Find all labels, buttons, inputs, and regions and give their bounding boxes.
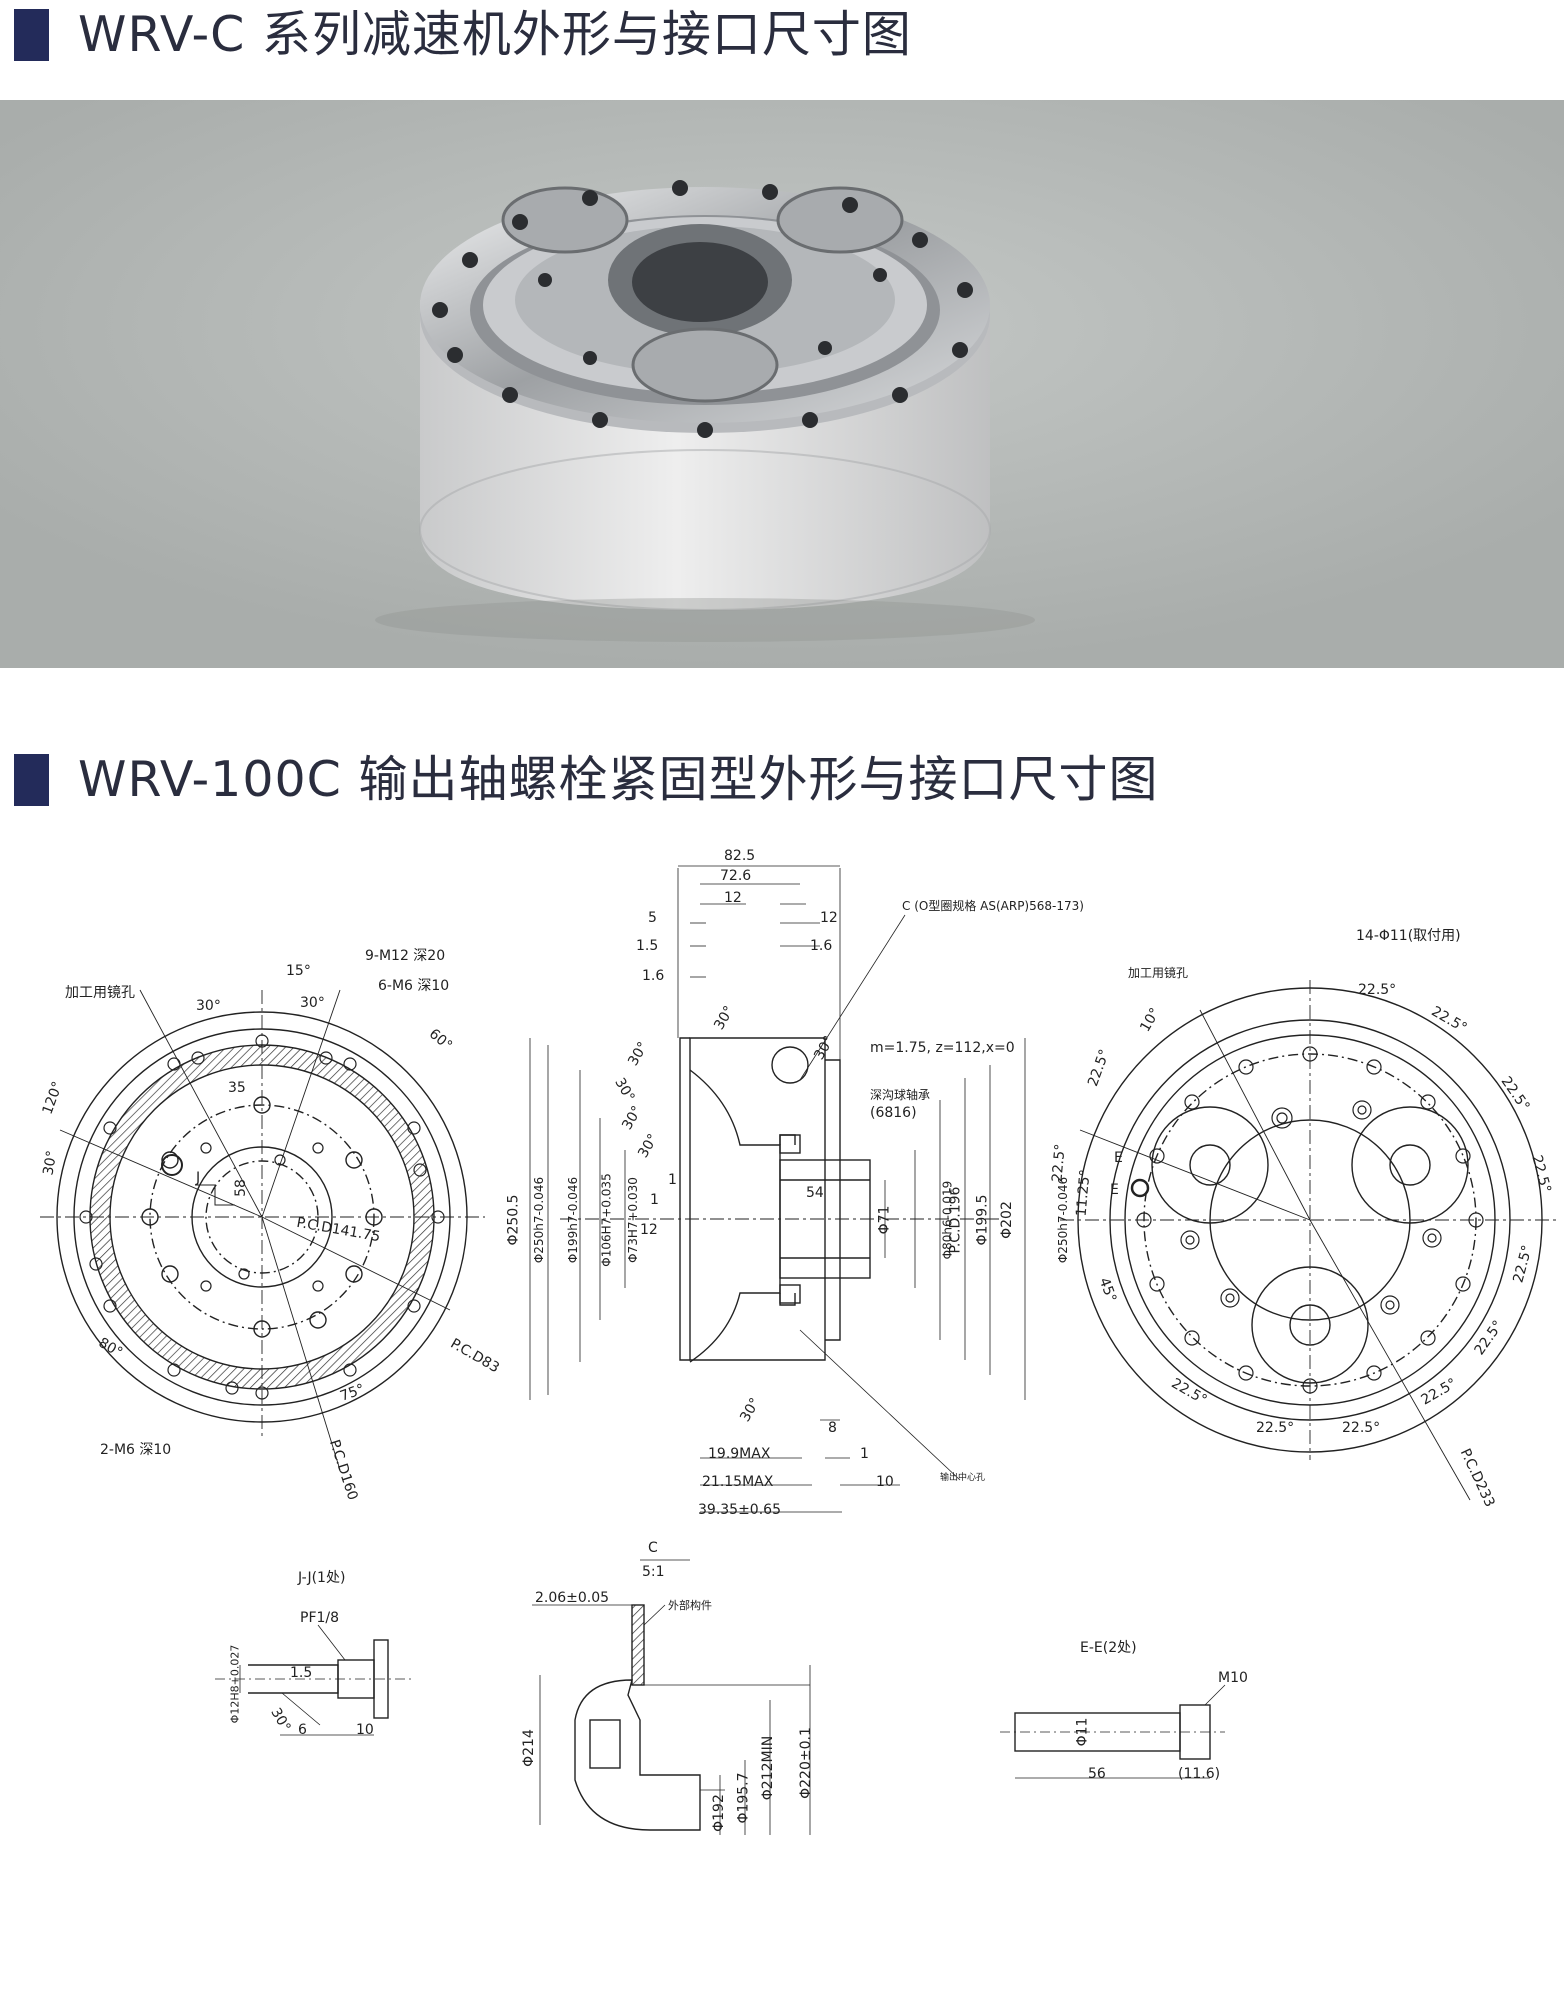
sv-12a: 12 bbox=[724, 890, 742, 906]
rv-holes: 14-Φ11(取付用) bbox=[1356, 928, 1461, 944]
section2-title-bar bbox=[14, 754, 49, 806]
sv-c-note: C (O型圈规格 AS(ARP)568-173) bbox=[902, 899, 1084, 913]
dc-d220: Φ220±0.1 bbox=[797, 1727, 814, 1799]
sv-5: 5 bbox=[648, 910, 657, 926]
section1-title: WRV-C 系列减速机外形与接口尺寸图 bbox=[78, 6, 912, 63]
rv-e2: E bbox=[1110, 1182, 1119, 1198]
sv-12b: 12 bbox=[820, 910, 838, 926]
sv-1c: 1 bbox=[860, 1446, 869, 1462]
rv-a22-5-12: 22.5° bbox=[1049, 1143, 1069, 1183]
dc-label: C bbox=[648, 1540, 658, 1556]
sv-dia-106h7: Φ106H7+0.035 bbox=[599, 1173, 614, 1267]
sv-gear: m=1.75, z=112,x=0 bbox=[870, 1040, 1015, 1056]
sv-dia-73h7: Φ73H7+0.030 bbox=[625, 1177, 640, 1263]
sv-dia-71: Φ71 bbox=[876, 1205, 893, 1235]
sv-1-6: 1.6 bbox=[642, 968, 665, 984]
dj-d12h8: Φ12H8+0.027 bbox=[228, 1644, 242, 1724]
section2-title: WRV-100C 输出轴螺栓紧固型外形与接口尺寸图 bbox=[78, 751, 1159, 808]
sv-pcd-196: P.C.D.196 bbox=[947, 1186, 964, 1254]
fv-label-j: J bbox=[196, 1170, 201, 1186]
dc-d214: Φ214 bbox=[520, 1729, 537, 1767]
dc-external: 外部构件 bbox=[668, 1599, 712, 1612]
de-m10: M10 bbox=[1218, 1670, 1248, 1686]
fv-dim-58: 58 bbox=[232, 1179, 249, 1197]
fv-dim-35: 35 bbox=[228, 1080, 246, 1096]
sv-dia-250h7: Φ250h7-0.046 bbox=[532, 1176, 547, 1264]
rv-e1: E bbox=[1114, 1150, 1123, 1166]
sv-bearing-no: (6816) bbox=[870, 1105, 917, 1121]
rv-a22-5-1: 22.5° bbox=[1358, 982, 1397, 998]
front-view bbox=[40, 989, 485, 1471]
fv-angle-30a: 30° bbox=[196, 998, 221, 1014]
sv-12c: 12 bbox=[640, 1222, 658, 1238]
fv-holes-c: 2-M6 深10 bbox=[100, 1442, 172, 1458]
fv-machining-hole: 加工用镜孔 bbox=[65, 985, 135, 1001]
fv-angle-15: 15° bbox=[286, 963, 311, 979]
sv-39-35: 39.35±0.65 bbox=[698, 1502, 781, 1518]
rear-view bbox=[1060, 980, 1560, 1501]
product-photo bbox=[0, 100, 1564, 668]
sv-dia-250h7b: Φ250h7-0.046 bbox=[1056, 1176, 1071, 1264]
fv-holes-b: 6-M6 深10 bbox=[378, 978, 450, 994]
sv-dia-202: Φ202 bbox=[998, 1201, 1015, 1239]
de-56: 56 bbox=[1088, 1766, 1106, 1782]
sv-72-6: 72.6 bbox=[720, 868, 752, 884]
sv-54: 54 bbox=[806, 1185, 824, 1201]
side-view bbox=[529, 865, 1026, 1513]
rv-machining-hole: 加工用镜孔 bbox=[1128, 966, 1189, 980]
sv-1a: 1 bbox=[668, 1172, 677, 1188]
dc-scale: 5:1 bbox=[642, 1564, 665, 1580]
sv-center: 输出中心孔 bbox=[940, 1473, 986, 1483]
sv-1-5a: 1.5 bbox=[636, 938, 659, 954]
dj-1-5: 1.5 bbox=[290, 1665, 313, 1681]
dc-d212: Φ212MIN bbox=[760, 1735, 777, 1801]
sv-dia-199-5: Φ199.5 bbox=[974, 1194, 991, 1246]
dc-d195-7: Φ195.7 bbox=[735, 1772, 752, 1824]
dc-d192: Φ192 bbox=[710, 1794, 727, 1832]
detail-j-view bbox=[215, 1624, 415, 1736]
sv-8: 8 bbox=[828, 1420, 837, 1436]
de-11-6: (11.6) bbox=[1178, 1766, 1221, 1782]
section1-title-bar bbox=[14, 9, 49, 61]
rv-a22-5-8: 22.5° bbox=[1342, 1420, 1381, 1436]
sv-1-6b: 1.6 bbox=[810, 938, 833, 954]
sv-21-15: 21.15MAX bbox=[702, 1474, 774, 1490]
sv-dia-199h7: Φ199h7-0.046 bbox=[566, 1176, 581, 1264]
dj-10: 10 bbox=[356, 1722, 374, 1738]
sv-82-5: 82.5 bbox=[724, 848, 756, 864]
sv-dia-250-5: Φ250.5 bbox=[505, 1194, 522, 1246]
de-d11: Φ11 bbox=[1074, 1717, 1091, 1747]
sv-10: 10 bbox=[876, 1474, 894, 1490]
reducer-illustration bbox=[0, 100, 1564, 668]
dj-title: J-J(1处) bbox=[298, 1570, 346, 1586]
detail-e-view bbox=[1000, 1684, 1226, 1779]
dj-6: 6 bbox=[298, 1722, 307, 1738]
sv-19-9: 19.9MAX bbox=[708, 1446, 771, 1462]
sv-bearing: 深沟球轴承 bbox=[870, 1088, 931, 1102]
dj-pf: PF1/8 bbox=[300, 1610, 340, 1626]
dc-2-06: 2.06±0.05 bbox=[535, 1590, 610, 1606]
fv-angle-30b: 30° bbox=[300, 995, 325, 1011]
sv-1b: 1 bbox=[650, 1192, 659, 1208]
rv-a22-5-9: 22.5° bbox=[1256, 1420, 1295, 1436]
fv-holes-a: 9-M12 深20 bbox=[365, 948, 446, 964]
detail-c-view bbox=[532, 1559, 811, 1835]
de-title: E-E(2处) bbox=[1080, 1640, 1137, 1656]
